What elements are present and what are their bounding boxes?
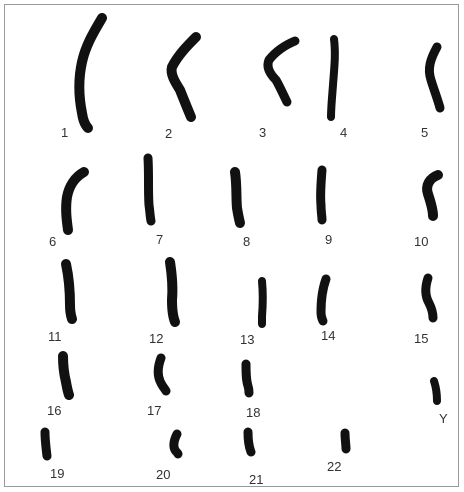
label-4: 4 <box>340 125 347 140</box>
chromosome-22 <box>345 433 346 449</box>
label-11: 11 <box>48 329 62 344</box>
chromosome-17 <box>158 358 166 391</box>
chromosome-18 <box>246 364 249 393</box>
chromosome-Y <box>434 381 437 401</box>
label-8: 8 <box>243 234 250 249</box>
label-Y: Y <box>439 411 448 426</box>
label-22: 22 <box>327 459 341 474</box>
label-20: 20 <box>156 467 170 482</box>
label-10: 10 <box>414 234 428 249</box>
label-1: 1 <box>61 125 68 140</box>
label-12: 12 <box>149 331 163 346</box>
chromosome-3 <box>268 41 295 102</box>
chromosome-15 <box>426 278 433 318</box>
chromosome-1 <box>79 18 102 128</box>
label-15: 15 <box>414 331 428 346</box>
chromosome-19 <box>45 432 47 456</box>
chromosome-20 <box>174 434 178 454</box>
label-21: 21 <box>249 472 263 487</box>
chromosome-11 <box>66 264 72 319</box>
chromosome-8 <box>235 172 240 223</box>
chromosome-10 <box>427 175 438 216</box>
label-17: 17 <box>147 403 161 418</box>
chromosome-6 <box>66 172 84 230</box>
chromosome-2 <box>172 37 196 117</box>
chromosome-13 <box>262 281 263 324</box>
chromosome-9 <box>321 170 322 220</box>
label-18: 18 <box>246 405 260 420</box>
chromosome-14 <box>321 279 326 321</box>
chromosome-7 <box>148 158 151 221</box>
chromosome-16 <box>63 356 69 395</box>
chromosome-21 <box>248 432 251 452</box>
chromosome-12 <box>170 262 175 322</box>
label-6: 6 <box>49 234 56 249</box>
label-5: 5 <box>421 125 428 140</box>
chromosome-5 <box>429 47 440 108</box>
label-13: 13 <box>240 332 254 347</box>
label-14: 14 <box>321 328 335 343</box>
label-19: 19 <box>50 466 64 481</box>
label-16: 16 <box>47 403 61 418</box>
label-9: 9 <box>325 232 332 247</box>
label-3: 3 <box>259 125 266 140</box>
label-2: 2 <box>165 126 172 141</box>
chromosome-4 <box>331 39 335 117</box>
label-7: 7 <box>156 232 163 247</box>
